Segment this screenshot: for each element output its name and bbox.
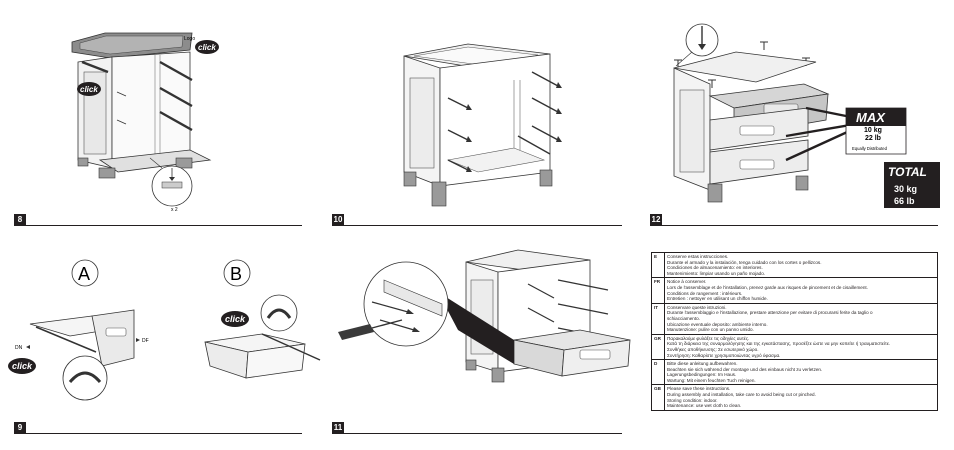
step-9-panel: A B DN DF click click 9 bbox=[0, 232, 321, 450]
step-8-times-label: x 2 bbox=[171, 207, 178, 213]
instruction-line: Ubicazione eventuale deposito: ambiente … bbox=[667, 321, 768, 327]
step-12-illustration: MAX 10 kg 22 lb Equally Distributed TOTA… bbox=[673, 23, 940, 208]
instruction-line: Maintenance: use wet cloth to clean. bbox=[667, 403, 742, 409]
max-badge-note: Equally Distributed bbox=[852, 146, 888, 151]
table-row: GB Please save these instructions. Durin… bbox=[651, 384, 938, 411]
step-8-logo-label: Logo bbox=[184, 36, 195, 42]
click-label: click bbox=[198, 43, 216, 52]
language-code: GB bbox=[651, 384, 665, 411]
click-bubble-icon: click bbox=[195, 40, 219, 54]
instruction-line: Condiciones de almacenamiento: en interi… bbox=[667, 265, 763, 271]
instruction-line: Wartung: Mit einem feuchten Tuch reinige… bbox=[667, 377, 756, 383]
instruction-line: Entretien : nettoyer en utilisant un chi… bbox=[667, 296, 768, 302]
max-badge-lb: 22 lb bbox=[865, 135, 881, 142]
click-bubble-icon: click bbox=[77, 82, 101, 96]
instruction-line: Παρακαλούμε φυλάξτε τις οδηγίες αυτές. bbox=[667, 335, 750, 341]
table-row: GR Παρακαλούμε φυλάξτε τις οδηγίες αυτές… bbox=[651, 333, 938, 361]
instruction-cell: Bitte diese anleitung aufbewahren. Beach… bbox=[664, 359, 938, 386]
language-code: FR bbox=[651, 277, 665, 304]
language-code: GR bbox=[651, 333, 665, 361]
step-11-panel: 11 bbox=[318, 232, 636, 450]
variant-b-label: B bbox=[230, 264, 242, 284]
instruction-cell: Conservare queste istruzioni. Durante l'… bbox=[664, 302, 938, 335]
step-10-illustration bbox=[403, 43, 562, 207]
instruction-cell: Please save these instructions. During a… bbox=[664, 384, 938, 411]
click-label: click bbox=[12, 361, 33, 371]
step-9-rule bbox=[14, 433, 302, 434]
click-label: click bbox=[80, 85, 98, 94]
step-11-illustration bbox=[338, 249, 631, 383]
table-row: D Bitte diese anleitung aufbewahren. Bea… bbox=[651, 359, 938, 386]
step-11-number: 11 bbox=[332, 422, 344, 433]
instruction-line: Beachten sie sich während der montage un… bbox=[667, 366, 823, 372]
instruction-line: Conservare queste istruzioni. bbox=[667, 304, 727, 310]
instruction-line: Lagerungsbedingungen: Im Haus. bbox=[667, 372, 737, 378]
max-load-badge: MAX 10 kg 22 lb Equally Distributed bbox=[845, 107, 907, 155]
step-10-number: 10 bbox=[332, 214, 344, 225]
language-code: D bbox=[651, 359, 665, 386]
instruction-line: Lors de l'assemblage et de l'installatio… bbox=[667, 284, 868, 290]
instruction-line: Durante l'assemblaggio e l'installazione… bbox=[667, 310, 873, 316]
instruction-line: Bitte diese anleitung aufbewahren. bbox=[667, 361, 738, 367]
language-code: IT bbox=[651, 302, 665, 335]
max-badge-title: MAX bbox=[856, 110, 886, 125]
df-label: DF bbox=[142, 338, 149, 344]
instruction-line: Notice à conserver. bbox=[667, 279, 707, 285]
instruction-line: Mantenimiento: limpiar usando un paño mo… bbox=[667, 270, 766, 276]
care-instructions-table: E Conserve estas instrucciones. Durante … bbox=[651, 251, 938, 411]
instruction-cell: Conserve estas instrucciones. Durante el… bbox=[664, 251, 938, 279]
instruction-line: Manutenzione: pulire con un panno umido. bbox=[667, 327, 754, 333]
instruction-line: Storing condition: indoor. bbox=[667, 397, 718, 403]
language-code: E bbox=[651, 251, 665, 279]
instruction-line: Συντήρηση: Καθαρίστε χρησιμοποιώντας υγρ… bbox=[667, 352, 781, 358]
instruction-line: Conserve estas instrucciones. bbox=[667, 254, 729, 259]
screwdriver-icon bbox=[338, 319, 403, 340]
instruction-line: schiacciamento. bbox=[667, 315, 700, 321]
total-load-badge: TOTAL 30 kg 66 lb bbox=[884, 162, 940, 208]
click-label: click bbox=[225, 314, 246, 324]
instruction-line: Please save these instructions. bbox=[667, 386, 731, 392]
total-badge-kg: 30 kg bbox=[894, 184, 917, 194]
table-row: FR Notice à conserver. Lors de l'assembl… bbox=[651, 277, 938, 304]
step-9-number: 9 bbox=[14, 422, 26, 433]
step-8-illustration: x 2 Logo click click bbox=[71, 32, 219, 213]
instruction-line: Συνθήκες αποθήκευσης: Σε εσωτερικό χώρο. bbox=[667, 346, 759, 352]
step-12-rule bbox=[650, 225, 938, 226]
table-row: IT Conservare queste istruzioni. Durante… bbox=[651, 302, 938, 335]
step-8-number: 8 bbox=[14, 214, 26, 225]
instruction-line: Κατά τη διάρκεια της συναρμολόγησης και … bbox=[667, 341, 891, 347]
step-12-number: 12 bbox=[650, 214, 662, 225]
step-10-panel: 10 bbox=[318, 0, 636, 230]
step-8-panel: x 2 Logo click click 8 bbox=[0, 0, 310, 230]
instruction-cell: Παρακαλούμε φυλάξτε τις οδηγίες αυτές. Κ… bbox=[664, 333, 938, 361]
total-badge-lb: 66 lb bbox=[894, 196, 915, 206]
step-9-illustration: A B DN DF click click bbox=[8, 259, 321, 401]
instruction-cell: Notice à conserver. Lors de l'assemblage… bbox=[664, 277, 938, 304]
click-bubble-icon: click bbox=[8, 358, 36, 374]
step-11-rule bbox=[332, 433, 622, 434]
table-row: E Conserve estas instrucciones. Durante … bbox=[651, 251, 938, 279]
max-badge-kg: 10 kg bbox=[864, 127, 882, 134]
click-bubble-icon: click bbox=[221, 311, 249, 327]
step-12-panel: MAX 10 kg 22 lb Equally Distributed TOTA… bbox=[636, 0, 954, 230]
instruction-line: Conditions de rangement : intérieurs. bbox=[667, 290, 743, 296]
variant-a-label: A bbox=[78, 264, 90, 284]
instruction-line: Durante el armado y la instalación, teng… bbox=[667, 259, 822, 265]
instruction-line: During assembly and installation, take c… bbox=[667, 392, 816, 398]
dn-label: DN bbox=[15, 345, 23, 351]
step-8-rule bbox=[14, 225, 302, 226]
step-10-rule bbox=[332, 225, 622, 226]
total-badge-title: TOTAL bbox=[888, 165, 927, 179]
